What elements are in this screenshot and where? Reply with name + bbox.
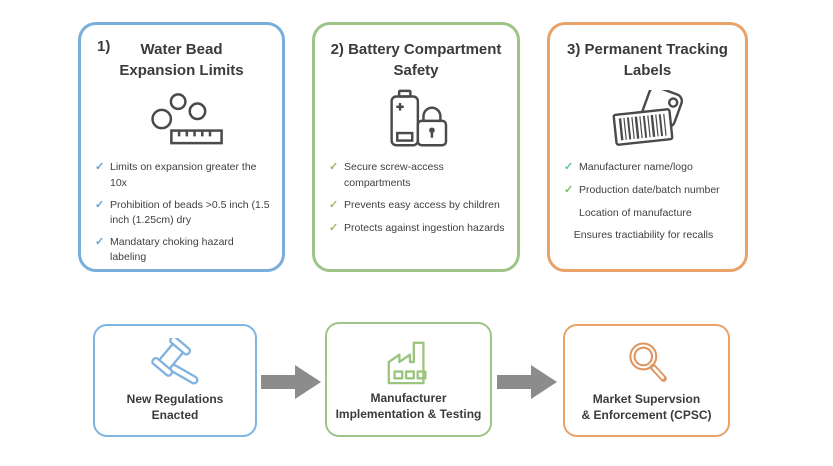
- flow-step-label: Manufacturer Implementation & Testing: [336, 390, 482, 422]
- checklist-item-text: Limits on expansion greater the 10x: [110, 161, 257, 189]
- flow-step-label: New Regulations Enacted: [127, 391, 224, 423]
- card-title-line: 2) Battery Compartment: [330, 41, 502, 58]
- battery-lock-icon: [325, 89, 507, 149]
- flow-step-market-supervision: Market Supervsion & Enforcement (CPSC): [563, 324, 730, 437]
- check-icon: ✓: [329, 198, 339, 211]
- check-icon: ✓: [95, 236, 105, 249]
- checklist-item: ✓ Manufacturer name/logo: [564, 160, 733, 176]
- checklist-item-text: Protects against ingestion hazards: [344, 221, 505, 234]
- flow-step-label-line: Implementation & Testing: [335, 407, 482, 421]
- magnifier-icon: [622, 338, 672, 386]
- flow-step-new-regulations: New Regulations Enacted: [93, 324, 257, 437]
- card-title-line: Safety: [393, 61, 439, 79]
- card-title-line: 3) Permanent Tracking: [567, 41, 728, 58]
- checklist: ✓ Secure screw-access compartments ✓ Pre…: [325, 160, 507, 236]
- flow-step-label-line: Market Supervsion: [592, 391, 701, 406]
- checklist-item: ✓ Production date/batch number: [564, 183, 733, 199]
- check-icon: ✓: [95, 161, 105, 174]
- check-icon: ✓: [329, 221, 339, 234]
- card-title: Water Bead Expansion Limits: [91, 40, 272, 81]
- check-icon: ✓: [564, 161, 574, 174]
- checklist-item: ✓ Prevents easy access by children: [329, 198, 505, 214]
- card-number: 1): [97, 38, 111, 55]
- barcode-tag-icon: [560, 89, 735, 149]
- check-icon: ✓: [95, 198, 105, 211]
- checklist-item-text: Production date/batch number: [579, 184, 720, 197]
- card-title-line: Expansion Limits: [119, 61, 244, 79]
- checklist-item: ✓ Protects against ingestion hazards: [329, 221, 505, 237]
- checklist-item: ✓ Limits on expansion greater the 10x: [95, 160, 270, 190]
- flow-step-manufacturer-implementation: Manufacturer Implementation & Testing: [325, 322, 492, 437]
- checklist-item-text: Prohibition of beads >0.5 inch (1.5 inch…: [110, 198, 270, 227]
- checklist-item: ✓ Prohibition of beads >0.5 inch (1.5 in…: [95, 198, 270, 228]
- checklist-item-text: Manufacturer name/logo: [579, 161, 693, 174]
- card-title-line: Water Bead: [140, 41, 223, 58]
- checklist: ✓ Manufacturer name/logo ✓ Production da…: [560, 160, 735, 243]
- flow-arrow-icon: [497, 362, 559, 402]
- flow-arrow-icon: [261, 362, 323, 402]
- checklist: ✓ Limits on expansion greater the 10x ✓ …: [91, 160, 272, 265]
- checklist-item: ✓ Mandatary choking hazard labeling: [95, 235, 270, 265]
- flow-step-label: Market Supervsion & Enforcement (CPSC): [581, 391, 711, 423]
- flow-step-label-line: Manufacturer: [370, 390, 447, 405]
- checklist-item-text: Mandatary choking hazard labeling: [110, 236, 234, 264]
- checklist-item-text: Prevents easy access by children: [344, 198, 500, 211]
- check-icon: ✓: [329, 161, 339, 174]
- checklist-item-text: Secure screw-access compartments: [344, 161, 444, 189]
- checklist-item-text: Ensures tractiability for recalls: [573, 229, 714, 242]
- checklist-item: ✓ Secure screw-access compartments: [329, 160, 505, 190]
- card-battery-compartment-safety: 2) Battery Compartment Safety ✓ Secure s…: [312, 22, 520, 272]
- checklist-item: Ensures tractiability for recalls: [564, 228, 733, 243]
- gavel-icon: [144, 337, 206, 386]
- card-title-line: Labels: [623, 61, 672, 79]
- card-water-bead-expansion: 1) Water Bead Expansion Limits ✓ Limits …: [78, 22, 285, 272]
- checklist-item-text: Location of manufacture: [579, 207, 692, 220]
- card-title: 2) Battery Compartment Safety: [325, 40, 507, 81]
- checklist-item: Location of manufacture: [564, 206, 733, 221]
- card-permanent-tracking-labels: 3) Permanent Tracking Labels: [547, 22, 748, 272]
- beads-ruler-icon: [91, 89, 272, 149]
- card-title: 3) Permanent Tracking Labels: [560, 40, 735, 81]
- flow-step-label-line: New Regulations: [126, 391, 224, 406]
- factory-icon: [381, 337, 437, 385]
- flow-step-label-line: Enacted: [151, 408, 199, 422]
- flow-step-label-line: & Enforcement (CPSC): [581, 408, 712, 422]
- check-icon: ✓: [564, 184, 574, 197]
